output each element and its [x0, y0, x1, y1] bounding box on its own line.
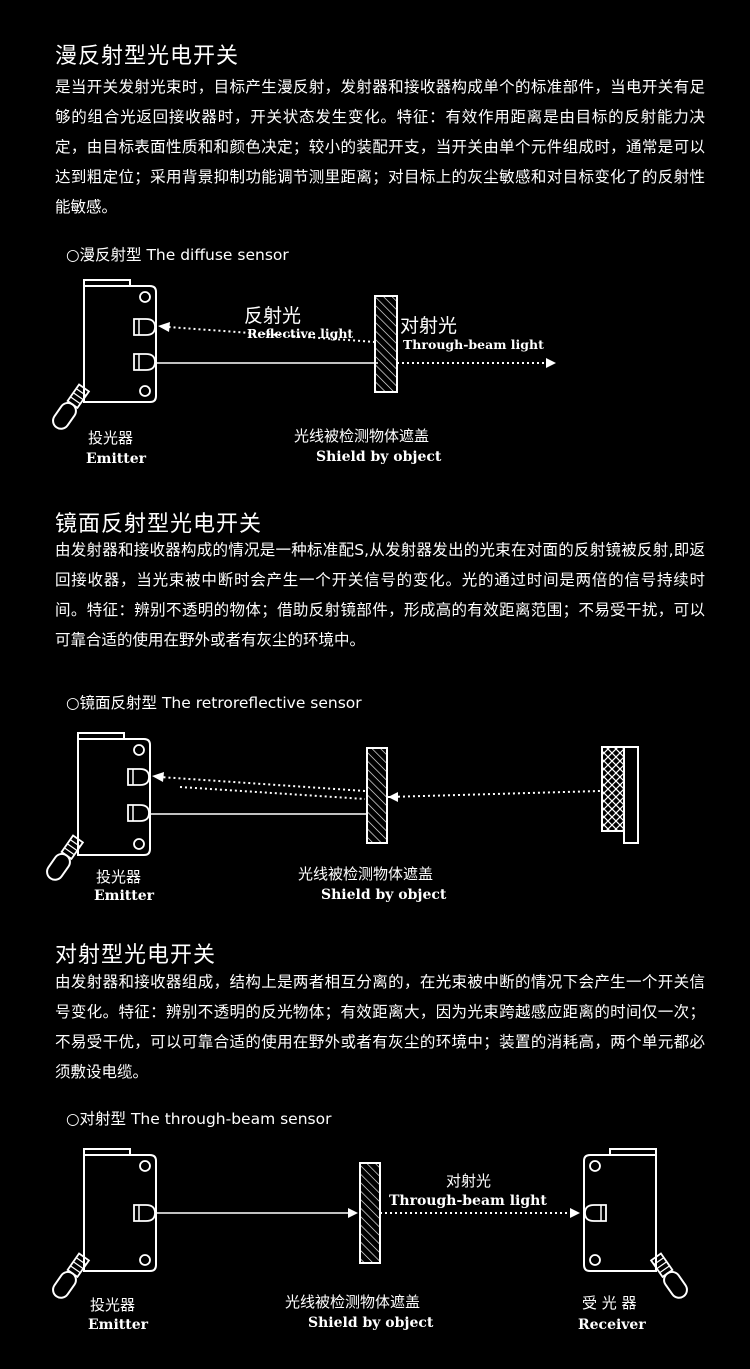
label-shield-cn: 光线被检测物体遮盖 [298, 865, 433, 883]
label-receiver-en: Receiver [578, 1317, 646, 1333]
label-emitter-cn: 投光器 [88, 429, 133, 447]
section-title-diffuse: 漫反射型光电开关 [55, 44, 240, 69]
through-beam-sensor-diagram: 对射光 Through-beam light 投光器 Emitter 光线被检测… [52, 1148, 688, 1333]
label-emitter-en: Emitter [86, 451, 147, 467]
emitter-sensor-icon [52, 1148, 157, 1299]
label-through-en: Through-beam light [389, 1193, 547, 1209]
section-body-diffuse: 是当开关发射光束时，目标产生漫反射，发射器和接收器构成单个的标准部件，当电开关有… [55, 78, 705, 216]
diagram-caption-through-beam: ○对射型 The through-beam sensor [66, 1110, 332, 1128]
section-body-retroreflective: 由发射器和接收器构成的情况是一种标准配S,从发射器发出的光束在对面的反射镜被反射… [55, 541, 705, 649]
section-title-through-beam: 对射型光电开关 [55, 943, 217, 968]
label-emitter-en: Emitter [94, 888, 155, 904]
detected-object [359, 1162, 381, 1264]
label-shield-en: Shield by object [316, 449, 442, 465]
diffuse-sensor-diagram: 反射光 Reflective light 对射光 Through-beam li… [52, 279, 556, 467]
label-through-cn: 对射光 [446, 1172, 491, 1190]
label-shield-en: Shield by object [321, 887, 447, 903]
label-emitter-cn: 投光器 [90, 1296, 135, 1314]
label-reflect-cn: 反射光 [244, 305, 301, 327]
diagram-caption-diffuse: ○漫反射型 The diffuse sensor [66, 246, 289, 264]
detected-object [366, 747, 388, 844]
diagram-caption-retroreflective: ○镜面反射型 The retroreflective sensor [66, 694, 362, 712]
label-receiver-cn: 受 光 器 [582, 1294, 637, 1312]
retroreflective-sensor-diagram: 投光器 Emitter 光线被检测物体遮盖 Shield by object [46, 732, 639, 904]
label-emitter-en: Emitter [88, 1317, 149, 1333]
emitter-sensor-icon [52, 279, 157, 430]
label-through-en: Through-beam light [403, 337, 544, 352]
label-shield-cn: 光线被检测物体遮盖 [285, 1293, 420, 1311]
label-shield-en: Shield by object [308, 1315, 434, 1331]
section-body-through-beam: 由发射器和接收器组成，结构上是两者相互分离的，在光束被中断的情况下会产生一个开关… [55, 973, 705, 1081]
label-through-cn: 对射光 [400, 315, 457, 337]
label-shield-cn: 光线被检测物体遮盖 [294, 427, 429, 445]
reflector-mirror-icon [601, 746, 639, 844]
detected-object [374, 295, 398, 393]
section-title-retroreflective: 镜面反射型光电开关 [55, 512, 263, 537]
label-reflect-en: Reflective light [247, 326, 353, 341]
label-emitter-cn: 投光器 [96, 868, 141, 886]
receiver-sensor-icon [583, 1148, 688, 1299]
emitter-sensor-icon [46, 732, 151, 881]
